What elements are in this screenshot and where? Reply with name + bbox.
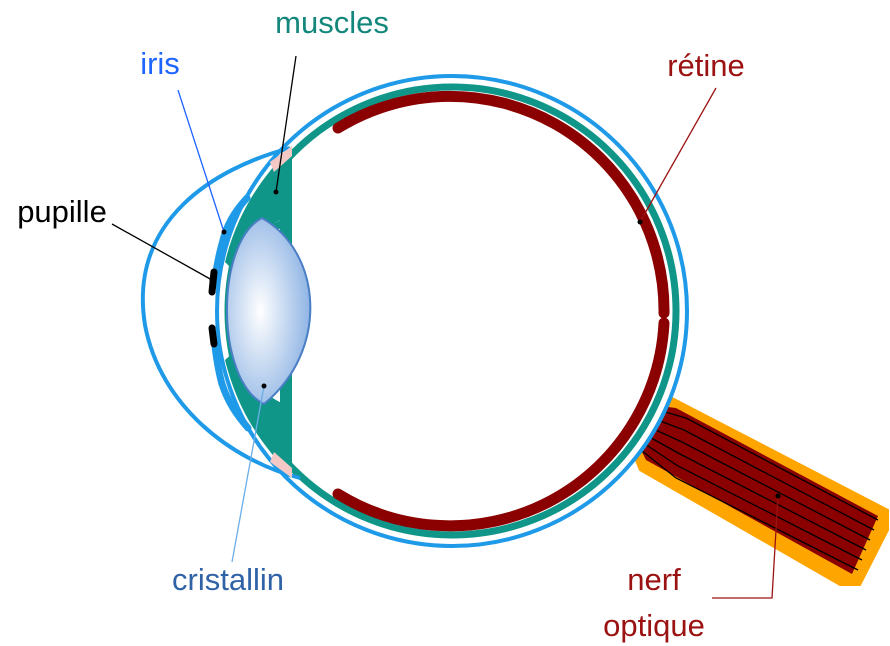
muscles-leader-dot: [274, 190, 279, 195]
nerf-leader-dot: [776, 494, 781, 499]
pupille-leader-dot: [210, 278, 215, 283]
pupil-edge-bottom: [212, 328, 214, 344]
retine-leader: [640, 88, 716, 222]
iris-leader: [178, 90, 224, 232]
label-pupille: pupille: [17, 194, 107, 229]
label-muscles: muscles: [275, 5, 389, 40]
label-optique: optique: [603, 608, 705, 643]
label-iris: iris: [140, 46, 180, 81]
label-cristallin: cristallin: [172, 562, 284, 597]
optic-nerve: [630, 398, 888, 585]
iris-leader-dot: [222, 230, 227, 235]
retine-leader-dot: [638, 220, 643, 225]
label-nerf: nerf: [627, 562, 681, 597]
cristallin-leader-dot: [262, 384, 267, 389]
label-retine: rétine: [667, 48, 745, 83]
